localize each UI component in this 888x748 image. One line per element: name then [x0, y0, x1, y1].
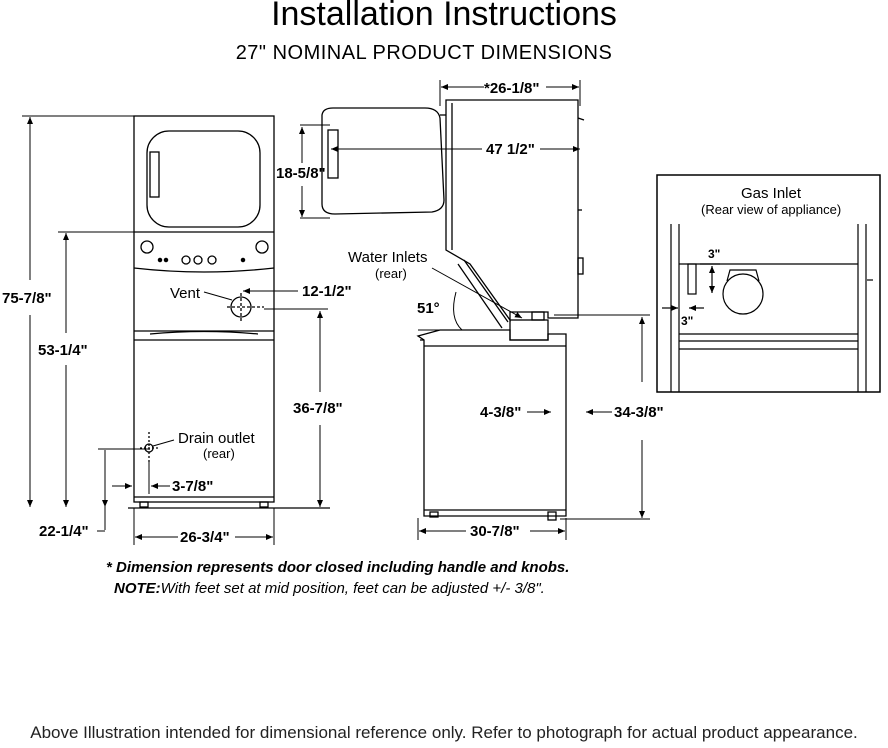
drain-outlet-label: Drain outlet: [178, 430, 256, 447]
water-inlet-block: [509, 319, 549, 341]
gas-inlet-inset: Gas Inlet (Rear view of appliance): [656, 174, 881, 393]
gas-inlet-frame: [656, 174, 881, 393]
notes: * Dimension represents door closed inclu…: [106, 557, 569, 599]
exhaust-duct-icon: [722, 273, 764, 315]
dryer-knob: [255, 240, 269, 254]
washer-lid-height-dim: 53-1/4": [38, 342, 88, 359]
drain-height-dim: 22-1/4": [39, 523, 89, 540]
front-dimension-labels: 75-7/8" 53-1/4" 36-7/8" 12-1/2" Vent Dra…: [2, 283, 352, 546]
dryer-door-open: [321, 107, 445, 215]
note-text: With feet set at mid position, feet can …: [160, 580, 545, 597]
dryer-body-side: [445, 99, 579, 323]
inlet-height-dim: 34-3/8": [614, 404, 664, 421]
side-view: [321, 99, 585, 521]
control-panel: [133, 267, 275, 273]
lid-angle-dim: 51°: [417, 300, 440, 317]
washer-body-side: [416, 329, 567, 517]
asterisk-note: * Dimension represents door closed inclu…: [106, 559, 570, 576]
gas-inlet-subtitle: (Rear view of appliance): [701, 202, 841, 217]
gas-vertical-offset-dim: 3": [708, 247, 720, 261]
door-height-dim: 18-5/8": [276, 165, 326, 182]
control-knob: [207, 255, 217, 265]
control-knob: [193, 255, 203, 265]
front-dimensions: [22, 115, 328, 545]
note-label: NOTE:: [114, 580, 161, 597]
vent-offset-dim: 12-1/2": [302, 283, 352, 300]
door-open-depth-dim: 47 1/2": [486, 141, 535, 158]
page-title: Installation Instructions: [271, 0, 617, 33]
inlet-offset-dim: 4-3/8": [480, 404, 521, 421]
vent-icon: [230, 296, 252, 318]
overall-height-dim: 75-7/8": [2, 290, 52, 307]
dryer-door-open-handle: [327, 129, 339, 179]
vent-label: Vent: [170, 285, 201, 302]
drain-outlet-sublabel: (rear): [203, 446, 235, 461]
dryer-door: [146, 130, 261, 228]
control-knob: [181, 255, 191, 265]
disclaimer: Above Illustration intended for dimensio…: [30, 723, 858, 742]
gas-pipe-icon: [687, 263, 697, 295]
dryer-door-handle: [149, 151, 160, 198]
side-dimension-labels: *26-1/8" 47 1/2" 18-5/8" Water Inlets (r…: [276, 80, 664, 540]
width-dim: 26-3/4": [180, 529, 230, 546]
gas-inlet-title: Gas Inlet: [741, 185, 802, 202]
vent-height-dim: 36-7/8": [293, 400, 343, 417]
feet-note: NOTE:With feet set at mid position, feet…: [106, 578, 569, 599]
gas-horizontal-offset-dim: 3": [681, 314, 693, 328]
water-inlets-sublabel: (rear): [375, 266, 407, 281]
dryer-depth-dim: *26-1/8": [484, 80, 539, 97]
drain-offset-dim: 3-7/8": [172, 478, 213, 495]
washer-depth-dim: 30-7/8": [470, 523, 520, 540]
water-inlets-label: Water Inlets: [348, 249, 427, 266]
dryer-knob: [140, 240, 154, 254]
page-subtitle: 27" NOMINAL PRODUCT DIMENSIONS: [235, 42, 613, 64]
side-dimensions: [299, 80, 650, 540]
washer-lid-open: [457, 263, 503, 329]
